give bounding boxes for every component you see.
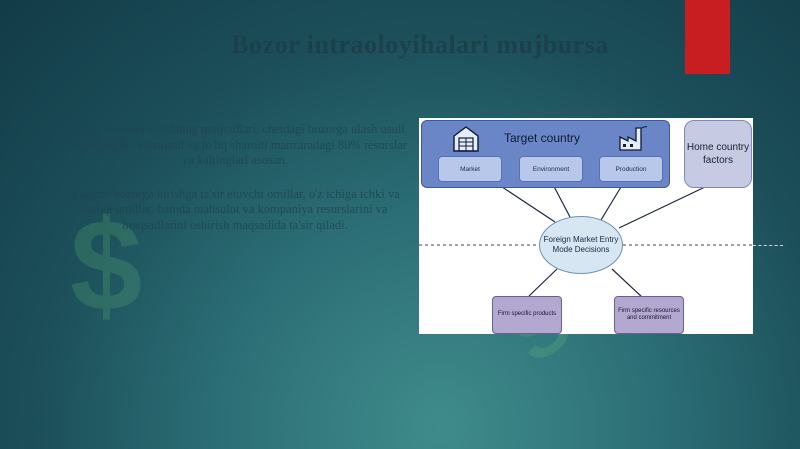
target-country-title: Target country (504, 131, 581, 145)
connector-products (528, 268, 558, 297)
body-text: Xorijiy bozorga kirishning maqsadlari, c… (60, 122, 410, 251)
dashed-divider-extension (753, 245, 783, 246)
target-item-market: Market (438, 156, 502, 182)
entry-mode-decisions-ellipse: Foreign Market Entry Mode Decisions (539, 216, 623, 274)
accent-bar (685, 0, 730, 74)
slide-title: Bozor intraoloyihalari mujbursa (231, 30, 609, 59)
connector-resources (611, 268, 644, 299)
factory-icon (619, 126, 648, 151)
firm-specific-resources-box: Firm specific resources and commitment (614, 296, 684, 334)
home-country-factors-box: Home country factors (684, 120, 752, 188)
firm-specific-products-box: Firm specific products (492, 296, 562, 334)
warehouse-icon (453, 126, 479, 152)
connector-home (618, 186, 706, 229)
body-paragraph-2: Xalqaro bozorga kirishga ta'sir etuvchi … (70, 186, 400, 232)
target-item-environment: Environment (519, 156, 583, 182)
body-paragraph-1: Xorijiy bozorga kirishning maqsadlari, c… (63, 122, 407, 167)
target-item-production: Production (599, 156, 663, 182)
target-country-box: Target country Market Environment Produc… (421, 120, 670, 188)
entry-mode-diagram: Target country Market Environment Produc… (419, 118, 753, 334)
